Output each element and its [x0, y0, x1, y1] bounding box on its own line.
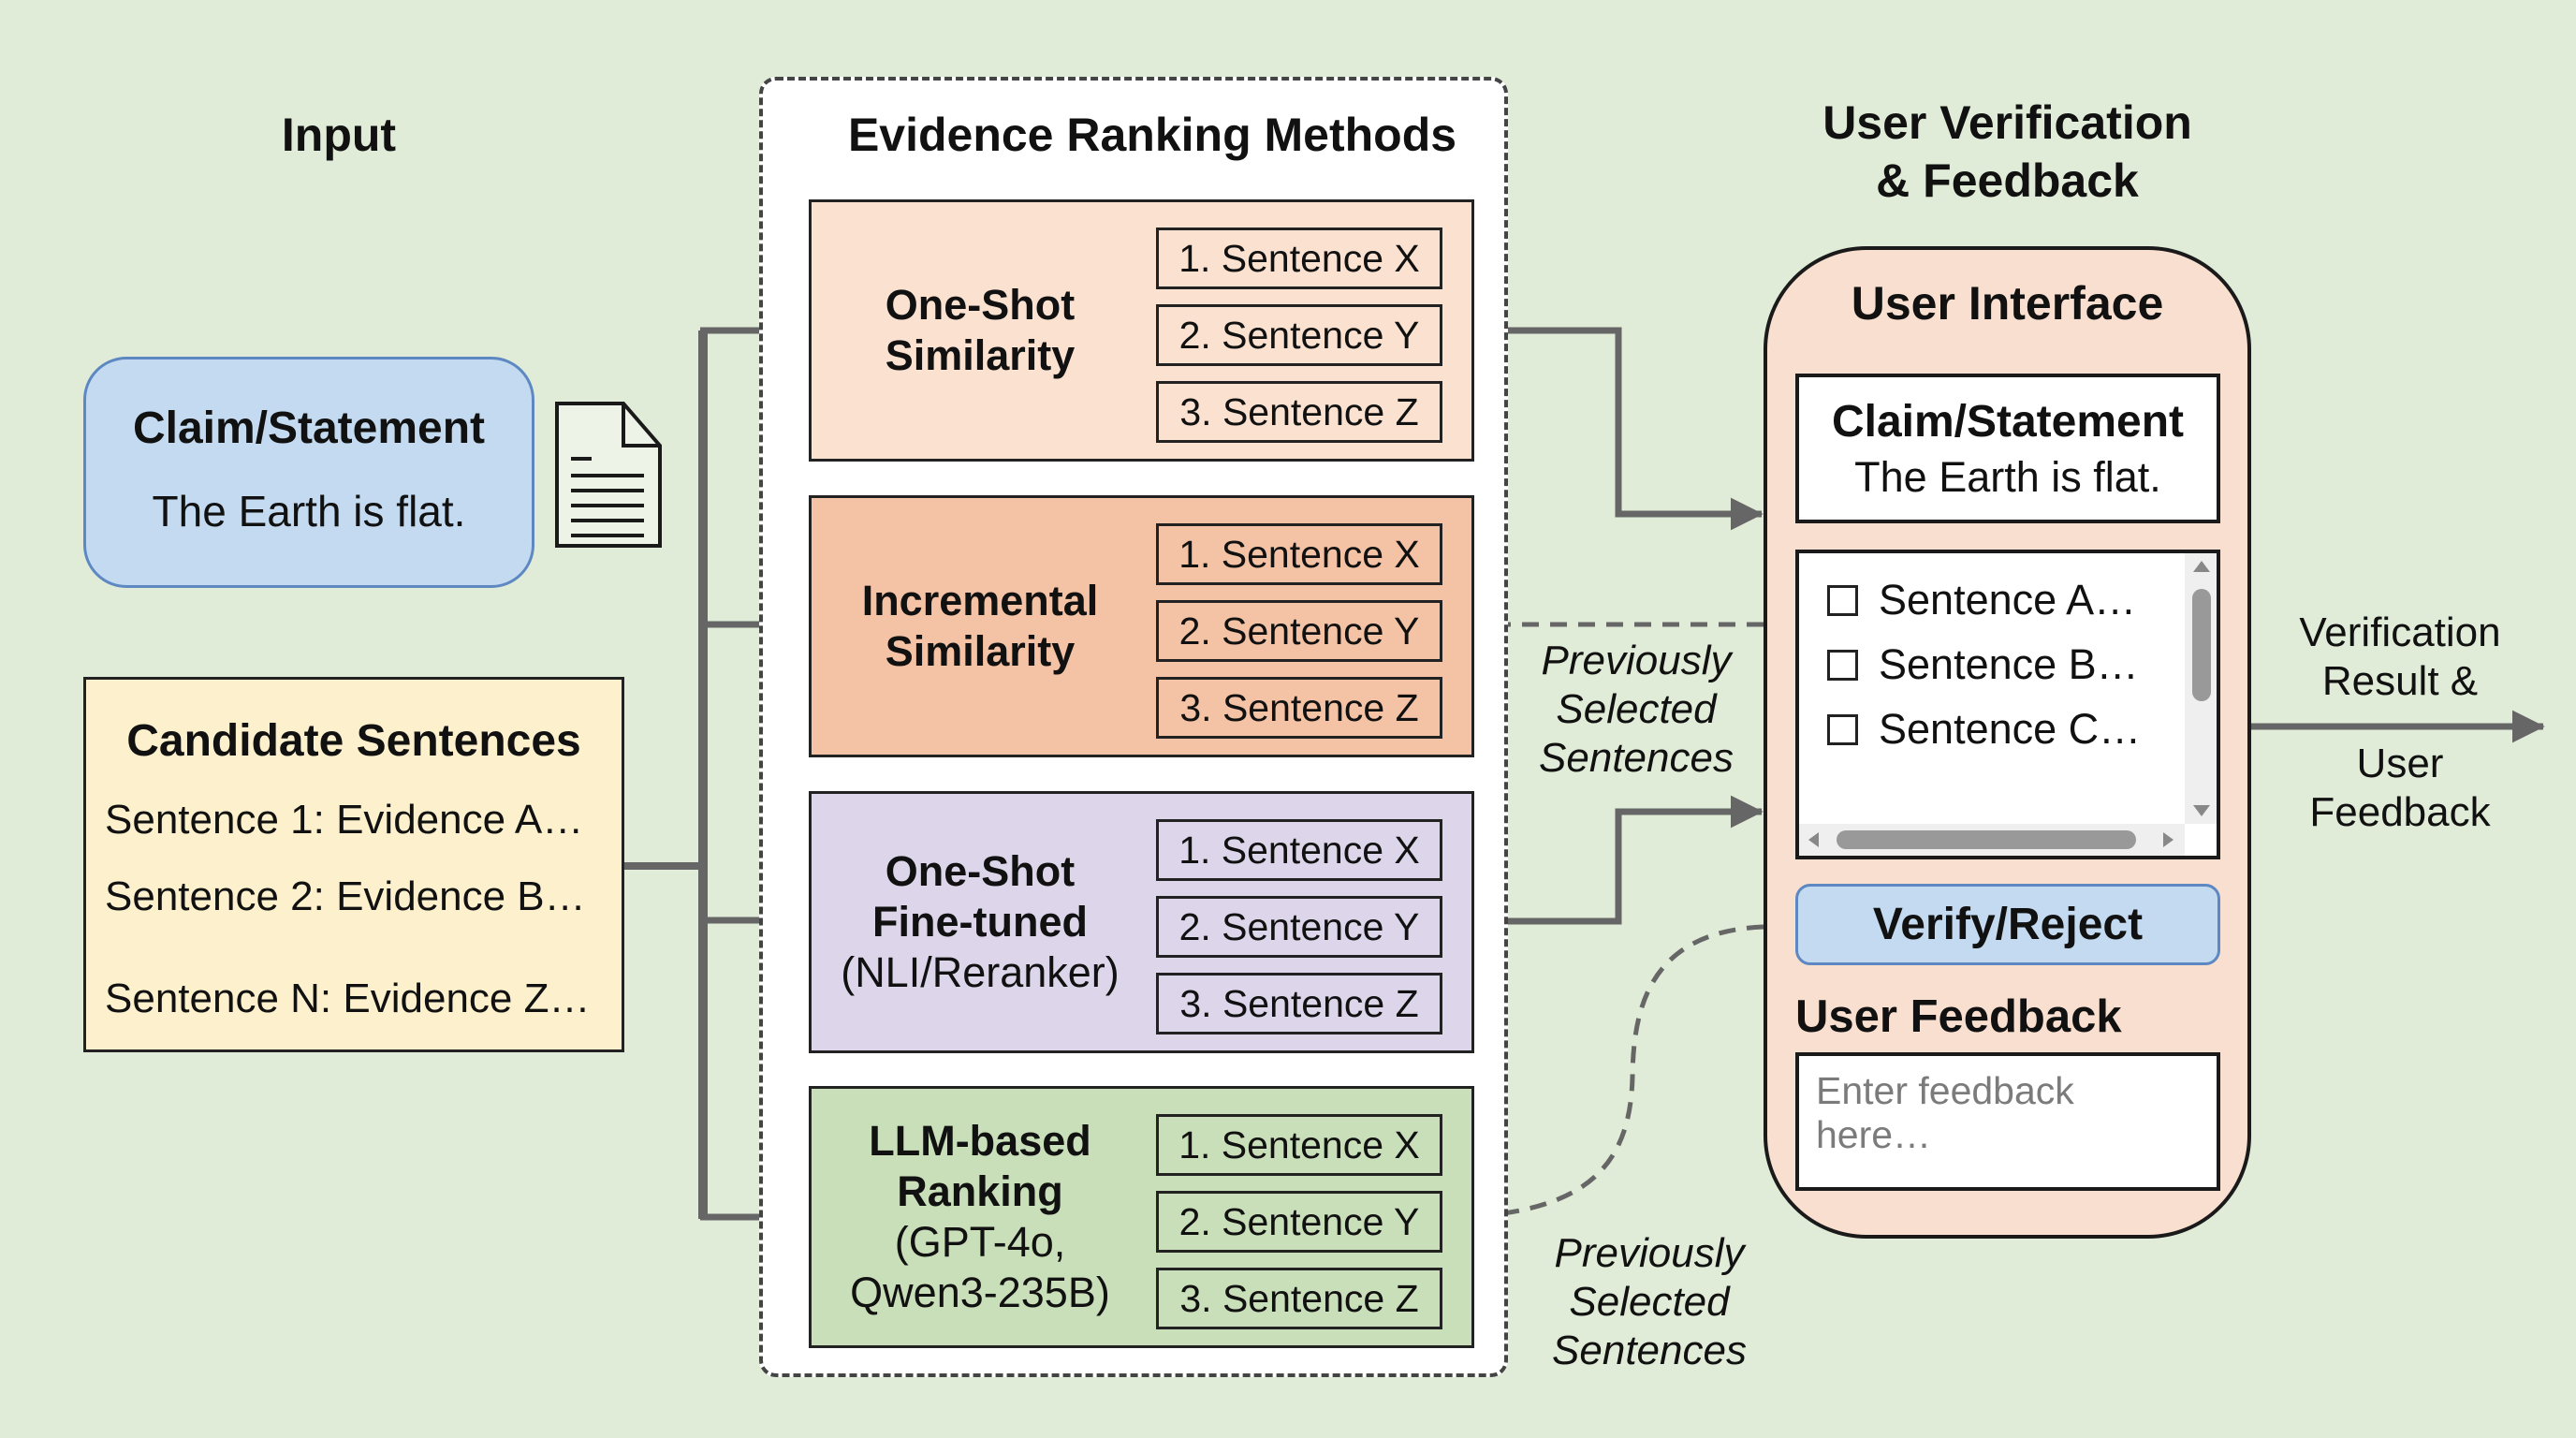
ranked-sentence: 1. Sentence X — [1156, 1114, 1442, 1176]
sentence-option-label: Sentence A… — [1879, 576, 2137, 624]
input-heading: Input — [281, 109, 397, 161]
previously-selected-label-upper: Previously Selected Sentences — [1515, 637, 1758, 783]
sentence-option[interactable]: Sentence C… — [1827, 705, 2141, 754]
heading-line: & Feedback — [1876, 154, 2139, 207]
method-name-line: One-Shot — [885, 847, 1076, 895]
claim-box: Claim/Statement The Earth is flat. — [83, 357, 534, 588]
label-line: Result & — [2321, 658, 2479, 704]
candidate-sentence: Sentence 1: Evidence A… — [105, 797, 584, 843]
previously-selected-label-lower: Previously Selected Sentences — [1528, 1229, 1771, 1375]
vertical-scroll-thumb[interactable] — [2192, 589, 2211, 701]
scroll-right-icon[interactable] — [2163, 832, 2174, 847]
verify-reject-button[interactable]: Verify/Reject — [1795, 884, 2220, 965]
ranked-sentence: 2. Sentence Y — [1156, 1191, 1442, 1253]
horizontal-scrollbar[interactable] — [1799, 824, 2185, 856]
label-line: Selected — [1569, 1279, 1730, 1325]
candidate-sentences-box: Candidate Sentences Sentence 1: Evidence… — [83, 677, 624, 1052]
ui-claim-title: Claim/Statement — [1831, 396, 2185, 447]
method-subtitle-line: Qwen3-235B) — [850, 1269, 1110, 1316]
sentence-selection-list[interactable]: Sentence A… Sentence B… Sentence C… — [1795, 550, 2220, 859]
ui-claim-box: Claim/Statement The Earth is flat. — [1795, 374, 2220, 523]
ranked-sentence: 3. Sentence Z — [1156, 677, 1442, 739]
user-feedback-label: User Feedback — [1795, 991, 2122, 1042]
ui-claim-text: The Earth is flat. — [1854, 452, 2161, 501]
ranked-sentence: 1. Sentence X — [1156, 819, 1442, 881]
dashed-arrow-ui-to-method-4 — [1474, 924, 1764, 1229]
ranked-sentence: 3. Sentence Z — [1156, 1268, 1442, 1329]
output-label-below: User Feedback — [2278, 740, 2522, 837]
scroll-up-icon[interactable] — [2193, 561, 2210, 572]
output-label-above: Verification Result & — [2278, 609, 2522, 706]
label-line: Selected — [1556, 686, 1717, 732]
method-name-line: One-Shot — [885, 281, 1076, 329]
scroll-left-icon[interactable] — [1808, 832, 1819, 847]
arrow-method-3-to-ui — [1474, 795, 1764, 925]
user-interface-title: User Interface — [1851, 277, 2164, 330]
verification-heading: User Verification & Feedback — [1764, 94, 2251, 210]
document-icon — [555, 402, 662, 548]
method-name-line: Fine-tuned — [872, 898, 1088, 946]
ranked-sentence: 2. Sentence Y — [1156, 896, 1442, 958]
label-line: Verification — [2299, 609, 2501, 655]
label-line: Sentences — [1552, 1328, 1747, 1373]
method-subtitle-line: (NLI/Reranker) — [841, 948, 1120, 996]
label-line: Previously — [1541, 638, 1732, 683]
candidate-sentences-title: Candidate Sentences — [126, 716, 581, 766]
method-name-line: Similarity — [885, 627, 1076, 675]
vertical-scrollbar[interactable] — [2185, 553, 2217, 824]
method-name-line: Similarity — [885, 331, 1076, 379]
ranked-sentence: 2. Sentence Y — [1156, 600, 1442, 662]
checkbox[interactable] — [1827, 649, 1858, 681]
label-line: Previously — [1554, 1230, 1745, 1276]
ranked-sentence: 3. Sentence Z — [1156, 381, 1442, 443]
label-line: Feedback — [2309, 789, 2491, 835]
checkbox[interactable] — [1827, 713, 1858, 745]
label-line: User — [2356, 741, 2444, 786]
ranked-sentence: 1. Sentence X — [1156, 523, 1442, 585]
sentence-option-label: Sentence B… — [1879, 640, 2139, 688]
claim-text: The Earth is flat. — [152, 487, 466, 536]
claim-title: Claim/Statement — [132, 404, 486, 453]
scroll-down-icon[interactable] — [2193, 805, 2210, 816]
feedback-input[interactable] — [1795, 1052, 2220, 1191]
methods-heading: Evidence Ranking Methods — [847, 109, 1457, 161]
checkbox[interactable] — [1827, 584, 1858, 616]
sentence-option[interactable]: Sentence A… — [1827, 576, 2136, 624]
method-name-line: LLM-based — [869, 1117, 1091, 1165]
ranked-sentence: 3. Sentence Z — [1156, 973, 1442, 1034]
label-line: Sentences — [1539, 735, 1734, 781]
sentence-option[interactable]: Sentence B… — [1827, 640, 2139, 689]
candidate-sentence: Sentence N: Evidence Z… — [105, 976, 591, 1021]
candidate-sentence: Sentence 2: Evidence B… — [105, 873, 586, 919]
method-name-line: Incremental — [861, 577, 1099, 624]
sentence-option-label: Sentence C… — [1879, 705, 2142, 753]
ranked-sentence: 1. Sentence X — [1156, 227, 1442, 289]
method-name-line: Ranking — [897, 1167, 1063, 1215]
heading-line: User Verification — [1822, 96, 2192, 149]
arrow-method-1-to-ui — [1474, 327, 1764, 531]
method-subtitle-line: (GPT-4o, — [894, 1218, 1066, 1266]
ranked-sentence: 2. Sentence Y — [1156, 304, 1442, 366]
horizontal-scroll-thumb[interactable] — [1837, 830, 2136, 849]
